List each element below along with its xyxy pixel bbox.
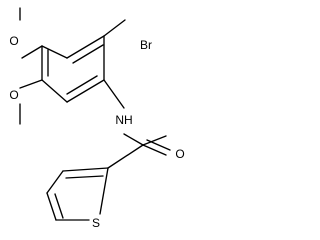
bond-thiophene-3-inner <box>54 193 64 219</box>
bond-thiophene-2 <box>46 170 64 194</box>
chemical-structure: Br NH O O O S <box>9 7 185 230</box>
bond-ring-1 <box>66 35 105 59</box>
bond-ring-4 <box>41 79 68 103</box>
bond-thiophene-3 <box>46 192 57 221</box>
bond-nitrogen-carbonyl <box>123 133 144 146</box>
atom-labels: Br NH O O O S <box>9 34 184 230</box>
bond-bromine <box>103 19 126 37</box>
atom-label-oxygen-bottom: O <box>9 88 18 102</box>
bond-methoxy-bottom-ring <box>19 79 43 89</box>
bond-ring-3-inner <box>66 75 98 95</box>
bond-methoxy-top-ring <box>21 45 43 59</box>
bond-thiophene-1 <box>62 167 109 172</box>
bond-thiophene-link <box>107 144 144 169</box>
atom-label-carbonyl-oxygen: O <box>175 147 184 161</box>
atom-label-nh: NH <box>115 113 132 127</box>
bond-thiophene-1-inner <box>65 175 104 179</box>
bond-lines <box>19 7 171 221</box>
atom-label-bromine: Br <box>140 38 152 52</box>
bond-ring-nitrogen <box>103 79 125 109</box>
atom-label-oxygen-top: O <box>9 34 18 48</box>
bond-thiophene-5 <box>99 167 109 215</box>
atom-label-sulfur: S <box>92 216 100 230</box>
bond-ring-3 <box>66 79 105 103</box>
bond-ring-6 <box>41 45 68 59</box>
bond-ring-1-inner <box>72 44 104 64</box>
bond-carbonyl-oxygen-a <box>142 144 167 156</box>
bond-carbonyl-oxygen-b <box>146 139 171 151</box>
bond-carbonyl-top <box>142 135 167 146</box>
